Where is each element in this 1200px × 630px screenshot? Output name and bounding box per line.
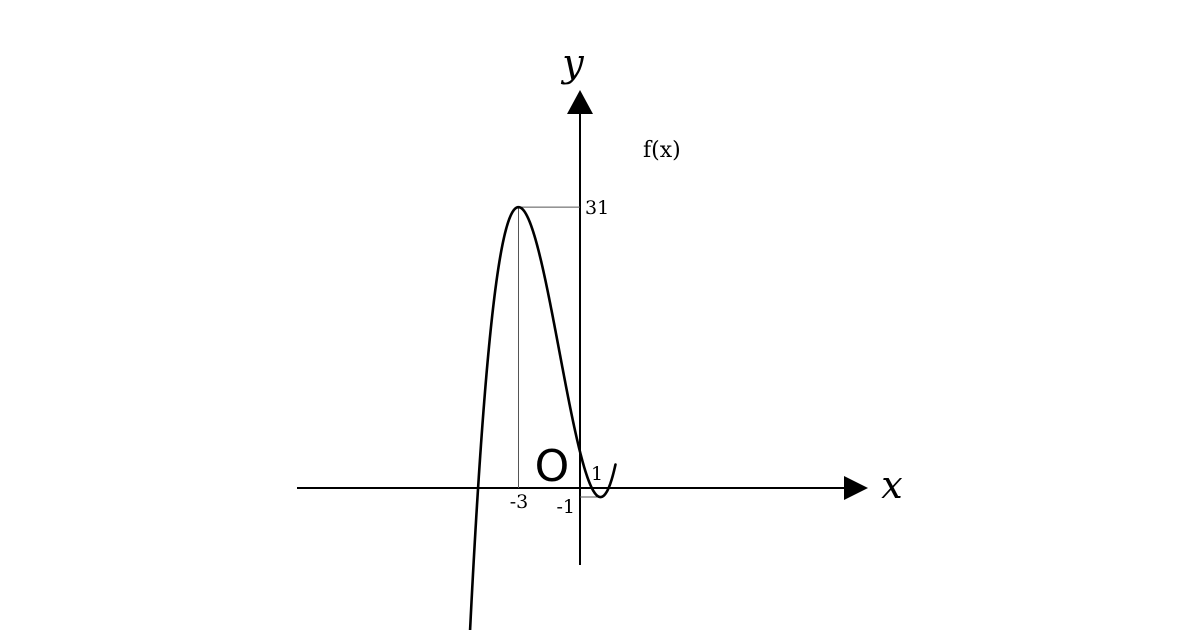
- y-tick-label-31: 31: [585, 197, 609, 219]
- x-axis-label: x: [881, 463, 902, 507]
- y-tick-label-neg1: -1: [556, 496, 575, 518]
- function-label: f(x): [643, 138, 681, 163]
- y-axis-label: y: [560, 41, 584, 85]
- x-tick-label-1: 1: [591, 463, 603, 485]
- x-axis-arrow-icon: [844, 476, 868, 500]
- y-axis-arrow-icon: [567, 90, 593, 114]
- x-tick-label-neg3: -3: [510, 491, 529, 513]
- series-line-f: [468, 205, 617, 630]
- origin-label: O: [535, 441, 570, 492]
